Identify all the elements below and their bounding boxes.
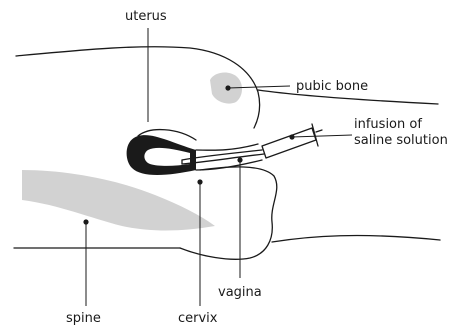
label-uterus: uterus [125,9,167,24]
syringe-icon [262,124,322,158]
label-infusion-line2: saline solution [354,133,448,148]
label-spine: spine [66,311,101,326]
spine-dot [83,219,88,224]
spine-shape [22,170,215,231]
label-infusion-line1: infusion of [354,117,422,132]
vagina-canal [196,144,258,150]
body-lower-outline [180,167,277,259]
body-bottom-outline [272,236,440,242]
infusion-leader [292,135,352,137]
label-vagina: vagina [218,285,262,300]
vagina-dot [237,157,242,162]
label-cervix: cervix [178,311,218,326]
label-pubic-bone: pubic bone [296,79,368,94]
infusion-dot [289,134,294,139]
cervix-dot [197,179,202,184]
